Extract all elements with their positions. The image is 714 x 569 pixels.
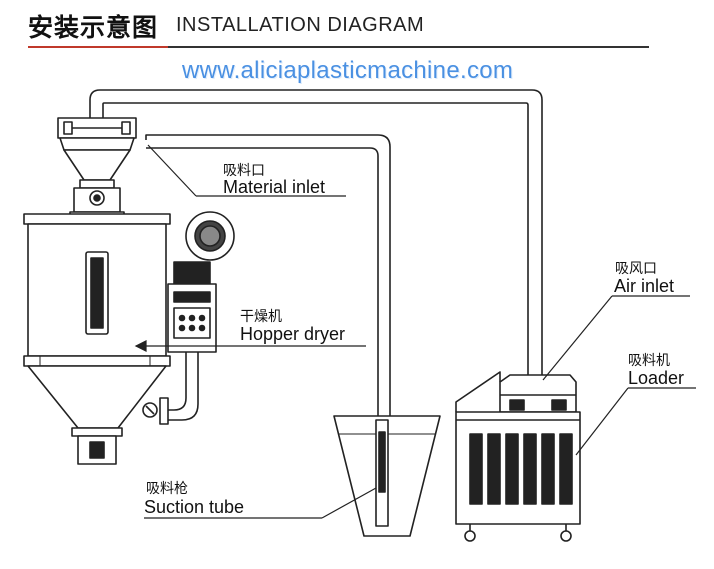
leader-air-inlet (542, 295, 690, 381)
label-loader-en: Loader (628, 368, 685, 388)
conveying-pipe-inner (145, 134, 391, 420)
title-english: INSTALLATION DIAGRAM (176, 14, 425, 36)
loader-unit (455, 371, 581, 542)
title-underline (168, 46, 649, 48)
leader-loader (575, 387, 696, 456)
title-chinese: 安装示意图 (28, 13, 159, 42)
label-hopper-dryer-cn: 干燥机 (240, 309, 282, 325)
label-suction-tube-en: Suction tube (144, 497, 245, 517)
label-material-inlet-cn: 吸料口 (223, 163, 265, 179)
conveying-pipe-outer (89, 89, 543, 375)
label-air-inlet-en: Air inlet (614, 276, 675, 296)
label-air-inlet-cn: 吸风口 (615, 261, 657, 277)
leader-material-inlet (147, 144, 346, 197)
material-container (333, 415, 441, 537)
leader-suction-tube (144, 487, 377, 519)
label-suction-tube-cn: 吸料枪 (146, 481, 188, 497)
label-material-inlet-en: Material inlet (223, 177, 326, 197)
hopper-receiver (57, 117, 137, 219)
hopper-dryer-unit (142, 211, 235, 425)
website-watermark: www.aliciaplasticmachine.com (182, 57, 514, 84)
dryer-hopper-body (23, 213, 171, 465)
label-hopper-dryer-en: Hopper dryer (240, 324, 346, 344)
title-underline-accent (28, 46, 168, 48)
leader-hopper-dryer (134, 340, 366, 352)
label-loader-cn: 吸料机 (628, 353, 670, 369)
